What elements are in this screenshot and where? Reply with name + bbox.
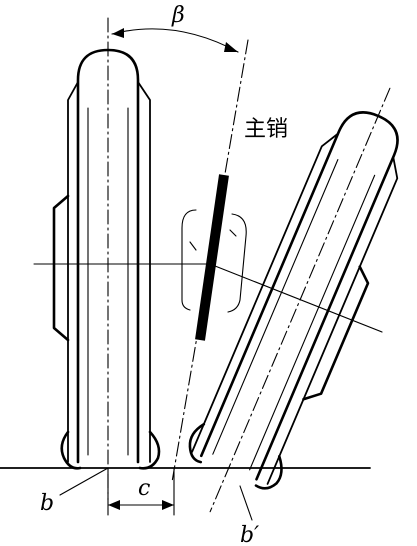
b-prime-label: b′	[240, 523, 259, 546]
left-tire-bulge-right	[138, 430, 161, 470]
knuckle-mark-2	[229, 229, 237, 237]
right-tire-band-left	[191, 132, 339, 453]
right-tire-bulge-left	[188, 422, 206, 464]
left-hub-plate	[52, 194, 70, 342]
knuckle-right-outline	[227, 213, 247, 313]
b-leader	[59, 467, 109, 496]
beta-arrow-left	[112, 28, 124, 38]
left-wheel	[52, 17, 161, 501]
right-hub-plate	[302, 265, 370, 401]
left-tire-outline	[76, 48, 140, 464]
beta-label: β	[171, 3, 185, 28]
beta-arrow-right	[224, 42, 238, 52]
beta-arc	[111, 28, 239, 53]
kingpin-label: 主销	[244, 117, 288, 142]
left-tire-bulge-left	[60, 430, 82, 470]
c-arrow-right	[162, 500, 174, 510]
right-wheel	[188, 87, 399, 513]
knuckle-left-outline	[181, 209, 197, 311]
left-tire-band-right	[137, 81, 151, 463]
b-prime-leader	[239, 485, 253, 521]
right-tire-groove-1	[212, 159, 339, 455]
knuckle-mark-1	[189, 241, 197, 251]
kingpin-bar	[195, 174, 229, 341]
b-label: b	[40, 491, 54, 516]
right-tire-band-right	[266, 156, 399, 485]
right-tire-groove-2	[249, 174, 376, 471]
c-arrow-left	[108, 500, 120, 510]
c-label: c	[138, 476, 150, 501]
left-tire-band-left	[67, 81, 79, 463]
right-tire-bulge-right	[254, 455, 283, 490]
right-wheel-centerline	[209, 87, 391, 513]
